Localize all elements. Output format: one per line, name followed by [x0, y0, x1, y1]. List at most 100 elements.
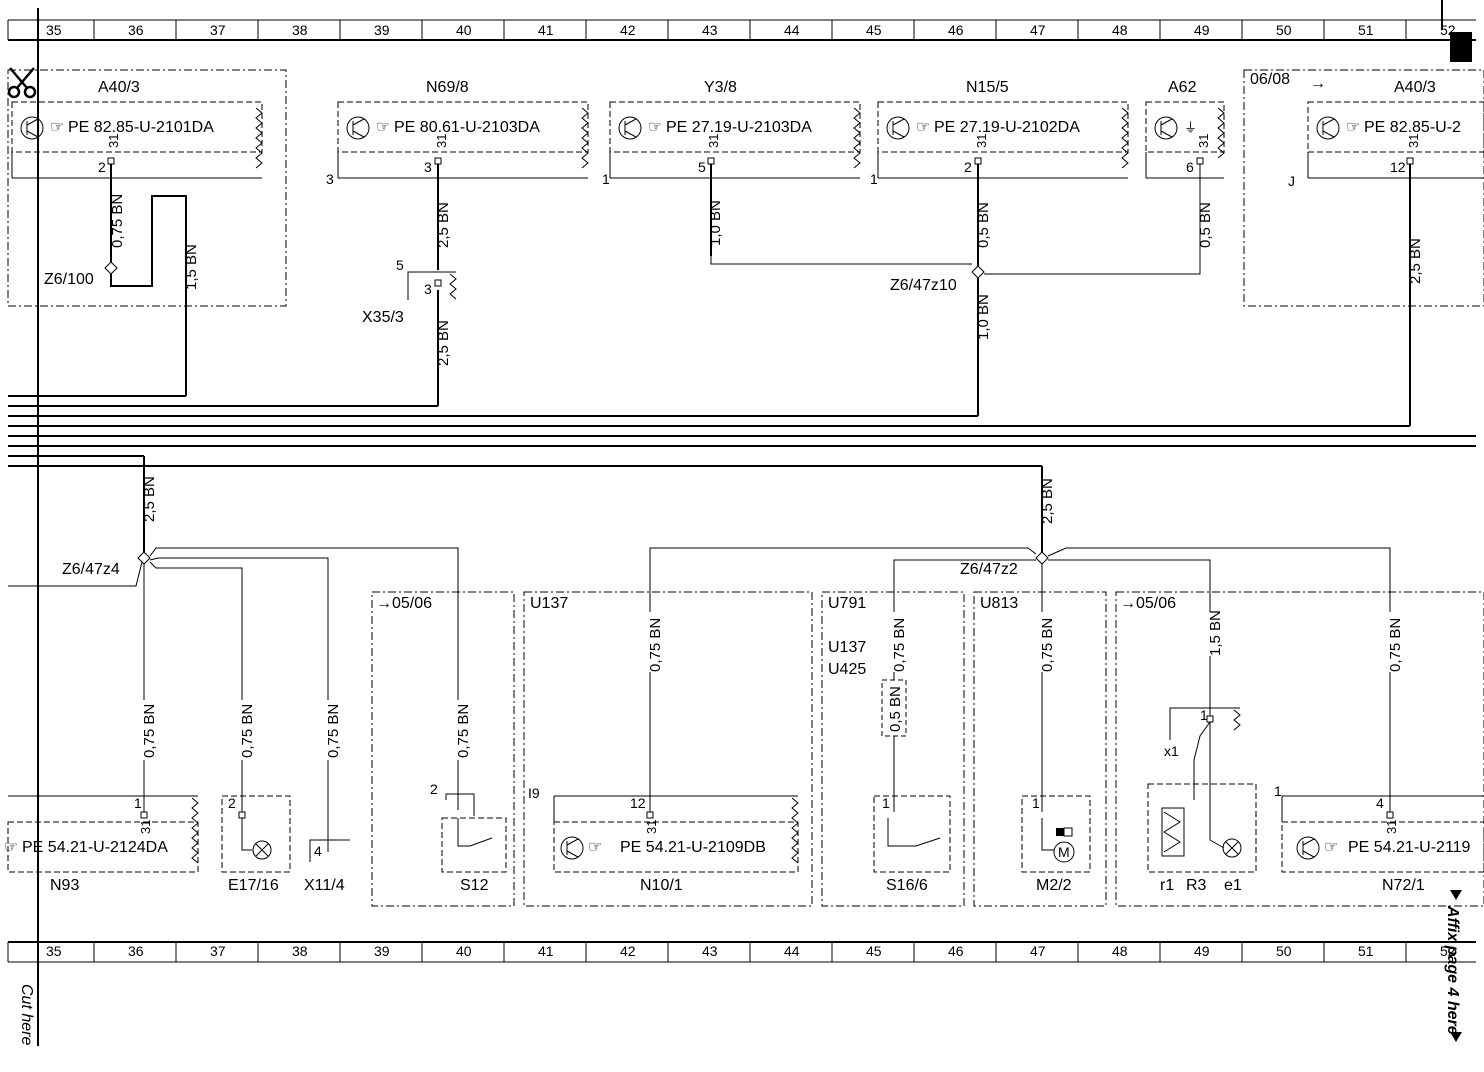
component-label: X11/4	[304, 877, 345, 894]
connector-label: X35/3	[362, 309, 404, 326]
pin-number: 31	[974, 134, 989, 148]
pe-reference: PE 54.21-U-2109DB	[620, 839, 766, 856]
transistor-icon	[560, 836, 584, 860]
side-label: J	[1288, 173, 1295, 189]
wire-label: 0,75 BN	[239, 704, 256, 758]
ruler-column-number: 50	[1276, 943, 1292, 959]
transistor-icon	[886, 116, 910, 140]
wire-label: 1,0 BN	[707, 200, 724, 246]
group-label: U137	[530, 595, 568, 612]
pin-label: 1	[1032, 795, 1040, 811]
pe-reference: PE 80.61-U-2103DA	[394, 119, 540, 136]
group-label: U137	[828, 639, 866, 656]
pin-label: 6	[1186, 159, 1194, 175]
ruler-column-number: 47	[1030, 943, 1046, 959]
splice-z6-47z2: 2,5 BN Z6/47z2	[649, 476, 1391, 612]
component-label: A40/3	[98, 79, 140, 96]
pin-label: 1	[882, 795, 890, 811]
transistor-icon	[1154, 116, 1178, 140]
ruler-column-number: 41	[538, 943, 554, 959]
side-label: 1	[1274, 783, 1282, 799]
pe-reference: PE 54.21-U-2124DA	[22, 839, 168, 856]
ruler-column-number: 49	[1194, 22, 1210, 38]
ruler-column-number: 46	[948, 943, 964, 959]
ruler-column-number: 45	[866, 943, 882, 959]
component-n15-5: N15/5 1 ☞ PE 27.19-U-2102DA 31 2 0,5 BN …	[870, 79, 1201, 344]
component-label: A40/3	[1394, 79, 1436, 96]
hand-icon: ☞	[916, 119, 930, 136]
bus-lines	[8, 284, 1476, 476]
splice-z6-47z4: 2,5 BN Z6/47z4	[8, 476, 459, 700]
component-label: N10/1	[640, 877, 683, 894]
splice-icon	[104, 261, 118, 275]
cut-here-text: Cut here	[18, 984, 35, 1045]
group-label: U791	[828, 595, 866, 612]
ruler-column-number: 47	[1030, 22, 1046, 38]
r3-label: R3	[1186, 877, 1207, 894]
pin-label: 5	[698, 159, 706, 175]
side-label: 3	[326, 171, 334, 187]
wire-label: 2,5 BN	[435, 202, 452, 248]
pin-number: 31	[1406, 134, 1421, 148]
scissors-icon	[7, 67, 37, 99]
component-label: N93	[50, 877, 79, 894]
ruler-column-number: 44	[784, 943, 800, 959]
affix-page-text: Affix page 4 here	[1444, 905, 1461, 1035]
wire-label: 2,5 BN	[435, 320, 452, 366]
splice-icon	[971, 265, 985, 279]
ruler-column-number: 51	[1358, 943, 1374, 959]
arrow-icon: →	[376, 595, 392, 612]
component-m2-2: U813 0,75 BN 1 M M2/2	[973, 591, 1107, 907]
wire-label: 0,5 BN	[887, 686, 904, 732]
hand-icon: ☞	[648, 119, 662, 136]
ruler-column-number: 41	[538, 22, 554, 38]
ruler-column-number: 39	[374, 943, 390, 959]
ruler-column-number: 43	[702, 943, 718, 959]
pin-label: 4	[1376, 795, 1384, 811]
wire-label: 0,5 BN	[975, 202, 992, 248]
ruler-column-number: 42	[620, 22, 636, 38]
wire-label: 0,75 BN	[109, 194, 126, 248]
bottom-ruler	[7, 941, 1476, 963]
ruler-column-number: 50	[1276, 22, 1292, 38]
pin-label: 12	[630, 795, 646, 811]
ruler-column-number: 36	[128, 22, 144, 38]
component-s16-6: U791 U137 U425 0,75 BN 0,5 BN 1 S16/6	[821, 591, 965, 907]
pin-label: 2	[98, 159, 106, 175]
ruler-column-number: 35	[46, 943, 62, 959]
pin-label: 1	[1200, 707, 1208, 723]
pin-label: 3	[424, 281, 432, 297]
ref-label: 05/06	[392, 595, 432, 612]
splice-icon	[1035, 551, 1049, 565]
hand-icon: ☞	[1324, 839, 1338, 856]
ruler-column-number: 48	[1112, 943, 1128, 959]
x1-label: x1	[1164, 743, 1179, 759]
lamp-icon	[1222, 838, 1242, 858]
lamp-icon	[252, 840, 272, 860]
ruler-column-number: 46	[948, 22, 964, 38]
pin-number: 31	[138, 820, 153, 834]
transistor-icon	[346, 116, 370, 140]
component-n10-1: U137 0,75 BN I9 12 31 ☞ PE 54.21-U-2109D…	[523, 591, 813, 907]
wire-label: 1,0 BN	[975, 294, 992, 340]
wire-label: 2,5 BN	[141, 476, 158, 522]
ruler-column-number: 49	[1194, 943, 1210, 959]
pin-number: 31	[434, 134, 449, 148]
hand-icon: ☞	[4, 839, 18, 856]
wire-label: 1,5 BN	[1207, 610, 1224, 656]
top-ruler	[7, 19, 1476, 41]
pin-label: 3	[424, 159, 432, 175]
e1-label: e1	[1224, 877, 1242, 894]
component-label: S12	[460, 877, 489, 894]
component-group-n72-1: → 05/06 1,5 BN 1 x1 r1 R3 e1 0,75 BN 1 4…	[1115, 591, 1484, 907]
group-label: U425	[828, 661, 866, 678]
pin-number: 31	[1196, 134, 1211, 148]
hand-icon: ☞	[50, 119, 64, 136]
splice-label: Z6/47z4	[62, 561, 120, 578]
hand-icon: ☞	[588, 839, 602, 856]
ruler-column-number: 42	[620, 943, 636, 959]
ruler-column-number: 37	[210, 22, 226, 38]
ruler-column-number: 35	[46, 22, 62, 38]
side-label: 1	[870, 171, 878, 187]
pe-reference: PE 27.19-U-2103DA	[666, 119, 812, 136]
